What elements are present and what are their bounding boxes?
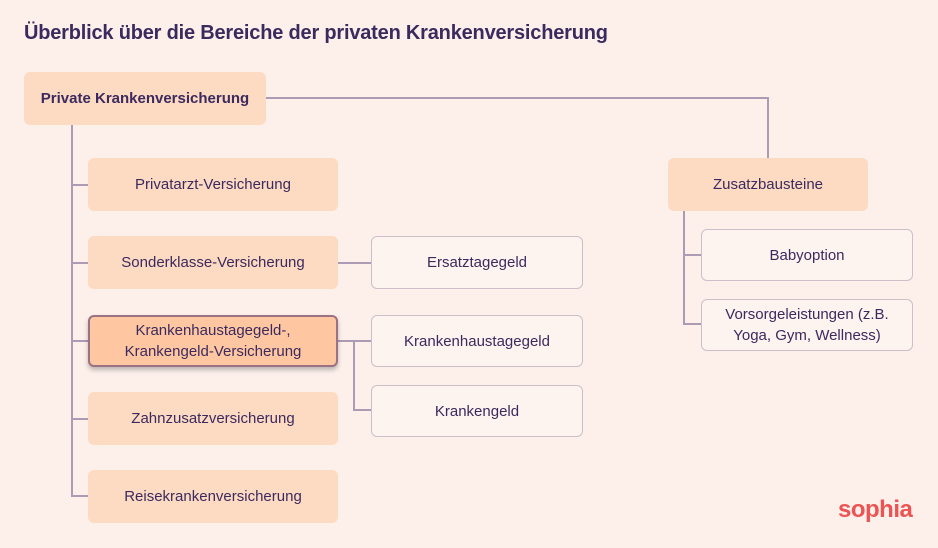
node-krankenhaustagegeld-versicherung: Krankenhaustagegeld-, Krankengeld-Versic… <box>88 315 338 367</box>
node-zahnzusatz: Zahnzusatzversicherung <box>88 392 338 445</box>
node-sonderklasse: Sonderklasse-Versicherung <box>88 236 338 289</box>
node-vorsorgeleistungen: Vorsorgeleistungen (z.B. Yoga, Gym, Well… <box>701 299 913 351</box>
node-krankengeld: Krankengeld <box>371 385 583 437</box>
connector-line <box>266 97 769 99</box>
connector-line <box>353 340 355 411</box>
connector-line <box>683 323 701 325</box>
connector-line <box>767 97 769 158</box>
connector-line <box>338 262 371 264</box>
node-zusatzbausteine: Zusatzbausteine <box>668 158 868 211</box>
connector-line <box>71 125 73 497</box>
root-node: Private Krankenversicherung <box>24 72 266 125</box>
node-reisekranken: Reisekrankenversicherung <box>88 470 338 523</box>
node-privatarzt: Privatarzt-Versicherung <box>88 158 338 211</box>
connector-line <box>71 262 88 264</box>
connector-line <box>353 409 371 411</box>
connector-line <box>683 211 685 325</box>
node-krankenhaustagegeld: Krankenhaustagegeld <box>371 315 583 367</box>
connector-line <box>71 184 88 186</box>
connector-line <box>71 495 88 497</box>
connector-line <box>683 254 701 256</box>
page-title: Überblick über die Bereiche der privaten… <box>24 22 608 44</box>
node-ersatztagegeld: Ersatztagegeld <box>371 236 583 289</box>
node-babyoption: Babyoption <box>701 229 913 281</box>
connector-line <box>71 418 88 420</box>
sophia-logo: sophia <box>838 496 913 523</box>
connector-line <box>71 340 88 342</box>
